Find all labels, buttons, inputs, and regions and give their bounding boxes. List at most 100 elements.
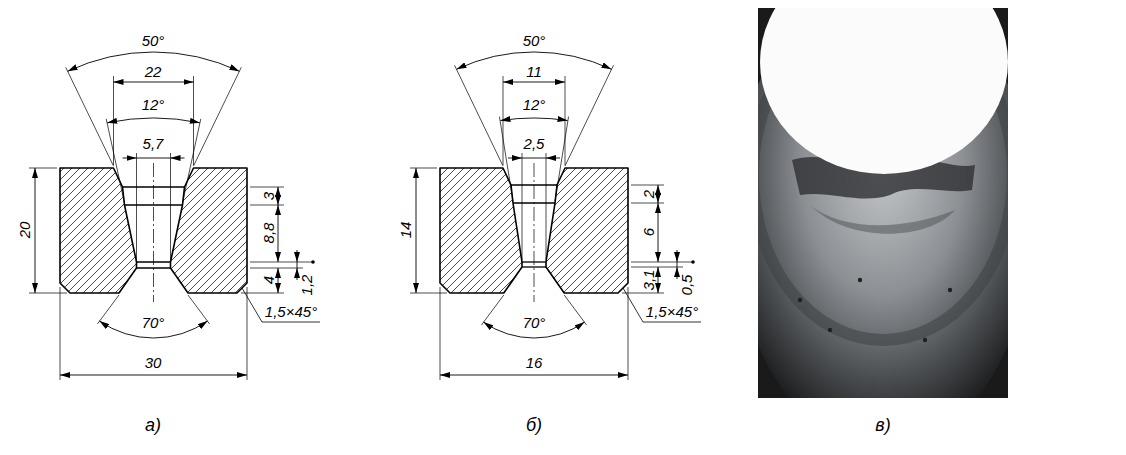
- dimension-line: [503, 82, 565, 83]
- panel-caption: в): [875, 416, 890, 434]
- hatched-section: [546, 168, 628, 293]
- dimension-label: 8,8: [261, 223, 276, 244]
- dimension-label: 1,5×45°: [646, 304, 698, 319]
- center-line: [153, 163, 154, 302]
- extension-line: [546, 153, 547, 260]
- extension-line: [106, 119, 124, 203]
- dimension-label: 12°: [523, 97, 546, 112]
- dimension-line: [60, 375, 247, 376]
- dimension-label: 6: [641, 228, 656, 236]
- extension-line: [555, 117, 569, 201]
- dimension-line: [297, 250, 298, 262]
- dimension-label: 2,5: [524, 136, 545, 151]
- extension-line: [522, 153, 523, 260]
- leader-dot: [311, 260, 315, 264]
- dimension-line: [677, 250, 678, 262]
- dimension-label: 2: [641, 190, 656, 198]
- bore-edge: [522, 266, 546, 267]
- extension-line: [628, 287, 629, 380]
- extension-line: [565, 65, 613, 166]
- surface-pit: [798, 298, 802, 302]
- dimension-line: [522, 158, 546, 159]
- extension-line: [631, 185, 664, 186]
- dimension-line: [677, 267, 678, 279]
- hatched-section: [440, 168, 522, 293]
- die-section: [410, 52, 701, 380]
- extension-line: [440, 287, 441, 380]
- dimension-line: [508, 158, 522, 159]
- extension-line: [250, 187, 284, 188]
- extension-line: [250, 205, 284, 206]
- dimension-line: [297, 268, 298, 280]
- dimension-line: [658, 185, 659, 203]
- extension-line: [170, 153, 171, 260]
- dimension-line: [278, 205, 279, 262]
- extension-line: [481, 295, 503, 325]
- extension-line: [250, 262, 313, 263]
- dimension-label: 1,5×45°: [265, 304, 317, 319]
- extension-line: [631, 262, 693, 263]
- angle-dimension-arc: [500, 118, 567, 121]
- dimension-line: [297, 262, 298, 268]
- extension-line: [455, 65, 503, 166]
- dimension-label: 3: [261, 192, 276, 200]
- dimension-label: 22: [145, 64, 162, 79]
- dimension-label: 14: [398, 222, 413, 239]
- dimension-label: 50°: [142, 33, 165, 48]
- bore-opening: [760, 8, 1008, 174]
- panel-caption: а): [145, 416, 161, 434]
- dimension-label: 5,7: [143, 136, 164, 151]
- extension-line: [410, 168, 437, 169]
- dimension-line: [123, 158, 137, 159]
- wear-patch: [810, 205, 955, 234]
- extension-line: [136, 153, 137, 260]
- dimension-line: [677, 262, 678, 267]
- dimension-line: [658, 203, 659, 262]
- extension-line: [29, 168, 57, 169]
- dimension-line: [278, 268, 279, 293]
- panel-caption: б): [526, 416, 542, 434]
- bore-edge: [125, 204, 183, 205]
- dimension-line: [416, 168, 417, 293]
- drawing-layer: [29, 0, 1033, 450]
- dimension-label: 50°: [523, 33, 546, 48]
- extension-line: [631, 267, 683, 268]
- dimension-label: 0,5: [679, 275, 694, 296]
- surface-pit: [948, 288, 952, 292]
- dimension-line: [658, 267, 659, 293]
- extension-line: [188, 295, 210, 324]
- dimension-label: 30: [145, 355, 162, 370]
- surface-pit: [828, 328, 832, 332]
- surface-pit: [923, 338, 927, 342]
- extension-line: [631, 203, 664, 204]
- extension-line: [97, 295, 119, 324]
- dimension-label: 11: [526, 64, 542, 79]
- dimension-line: [440, 375, 628, 376]
- angle-dimension-arc: [107, 118, 200, 123]
- extension-line: [250, 268, 303, 269]
- extension-line: [183, 119, 201, 203]
- dimension-label: 20: [17, 222, 32, 239]
- dimension-label: 4: [261, 276, 276, 284]
- extension-line: [564, 295, 586, 325]
- dimension-label: 1,2: [299, 275, 314, 296]
- leader-dot: [691, 260, 695, 264]
- dimension-label: 70°: [523, 315, 546, 330]
- dimension-line: [114, 82, 194, 83]
- dimension-label: 3,1: [641, 270, 656, 291]
- dimension-line: [546, 158, 560, 159]
- dimension-line: [171, 158, 185, 159]
- dimension-label: 16: [526, 355, 543, 370]
- surface-pit: [858, 278, 862, 282]
- die-bore-photo: [758, 8, 1008, 398]
- dimension-label: 70°: [142, 315, 165, 330]
- center-line: [534, 163, 535, 302]
- dimension-line: [35, 168, 36, 293]
- dimension-line: [278, 187, 279, 205]
- dimension-label: 12°: [142, 97, 165, 112]
- extension-line: [194, 67, 242, 166]
- die-section: [29, 52, 320, 380]
